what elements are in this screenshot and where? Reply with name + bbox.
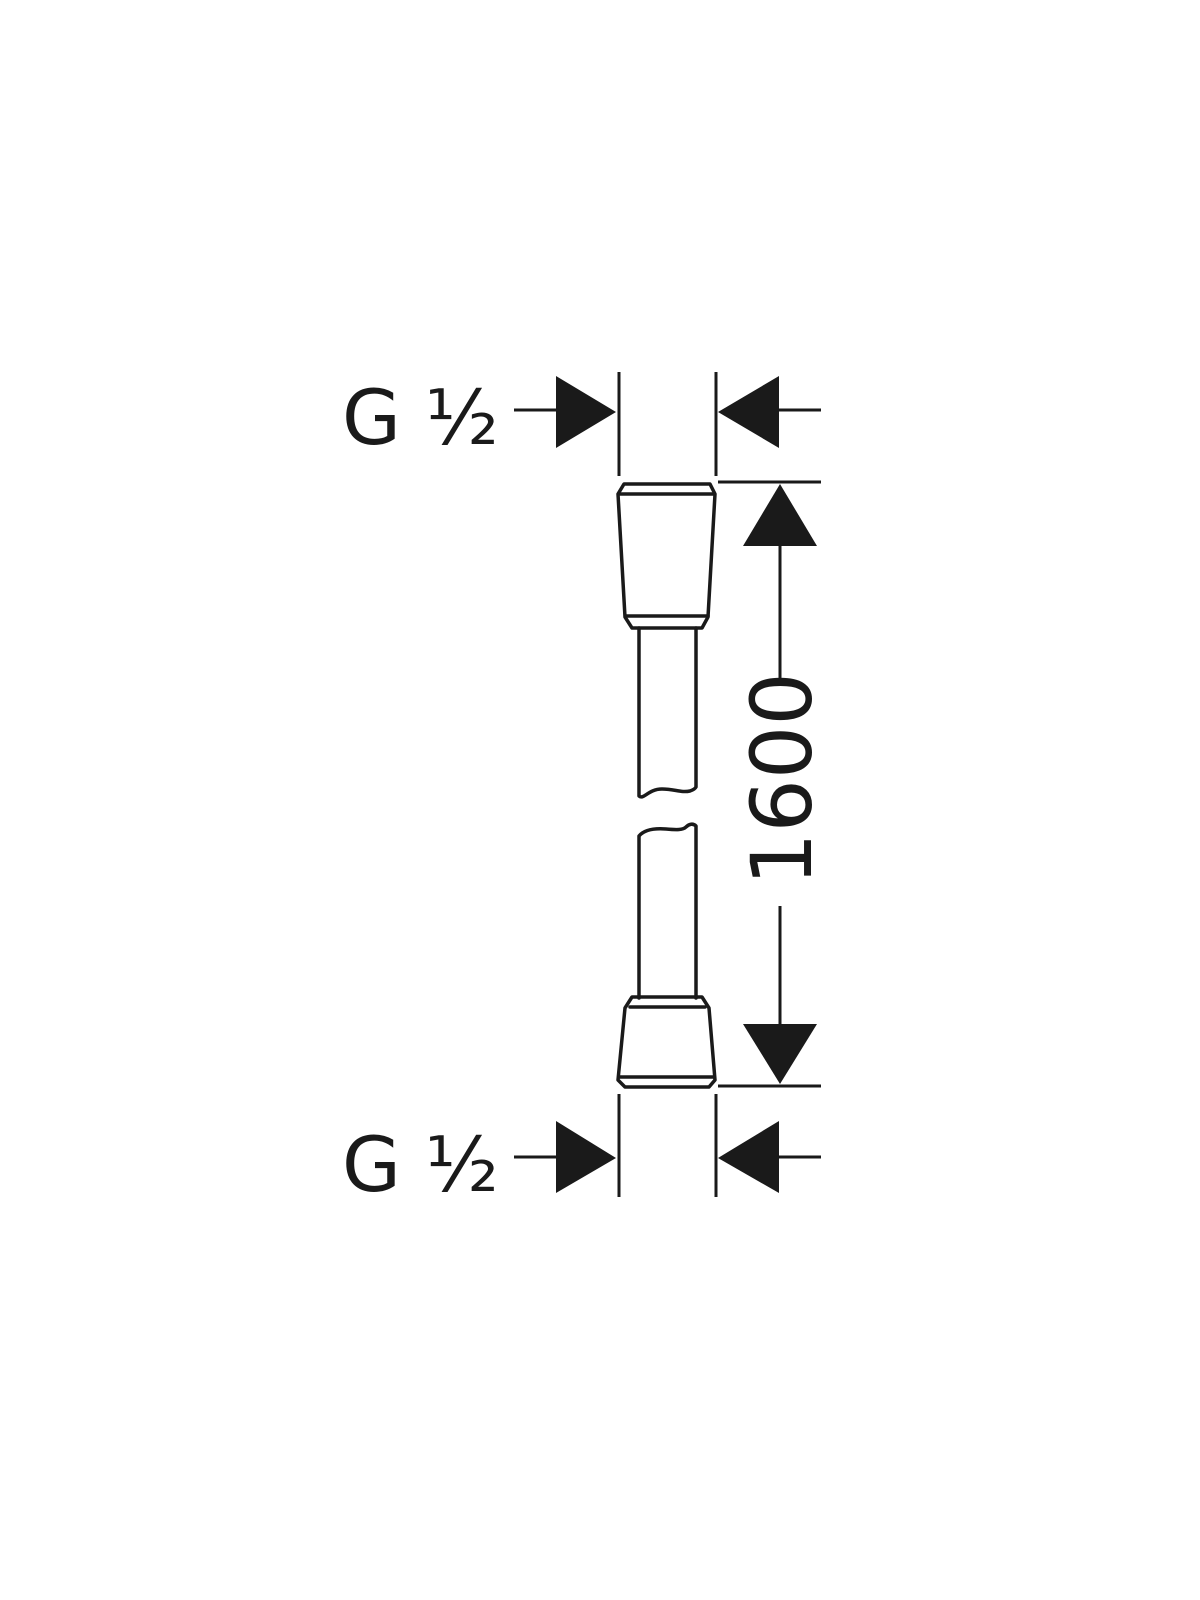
bottom-left-arrow [556,1121,616,1193]
length-top-arrow [743,484,817,546]
length-bottom-arrow [743,1024,817,1084]
top-thread-dimension: G ½ [342,372,821,476]
top-right-arrow [718,376,779,448]
length-dimension-label: 1600 [733,672,831,886]
lower-hose-segment [637,822,698,1000]
top-thread-label: G ½ [342,373,499,462]
top-fitting [616,482,717,630]
bottom-right-arrow [718,1121,779,1193]
bottom-fitting [616,995,717,1089]
bottom-thread-dimension: G ½ [342,1094,821,1209]
upper-hose-segment [637,626,698,799]
top-left-arrow [556,376,616,448]
length-dimension: 1600 [718,480,831,1088]
bottom-thread-label: G ½ [342,1120,499,1209]
